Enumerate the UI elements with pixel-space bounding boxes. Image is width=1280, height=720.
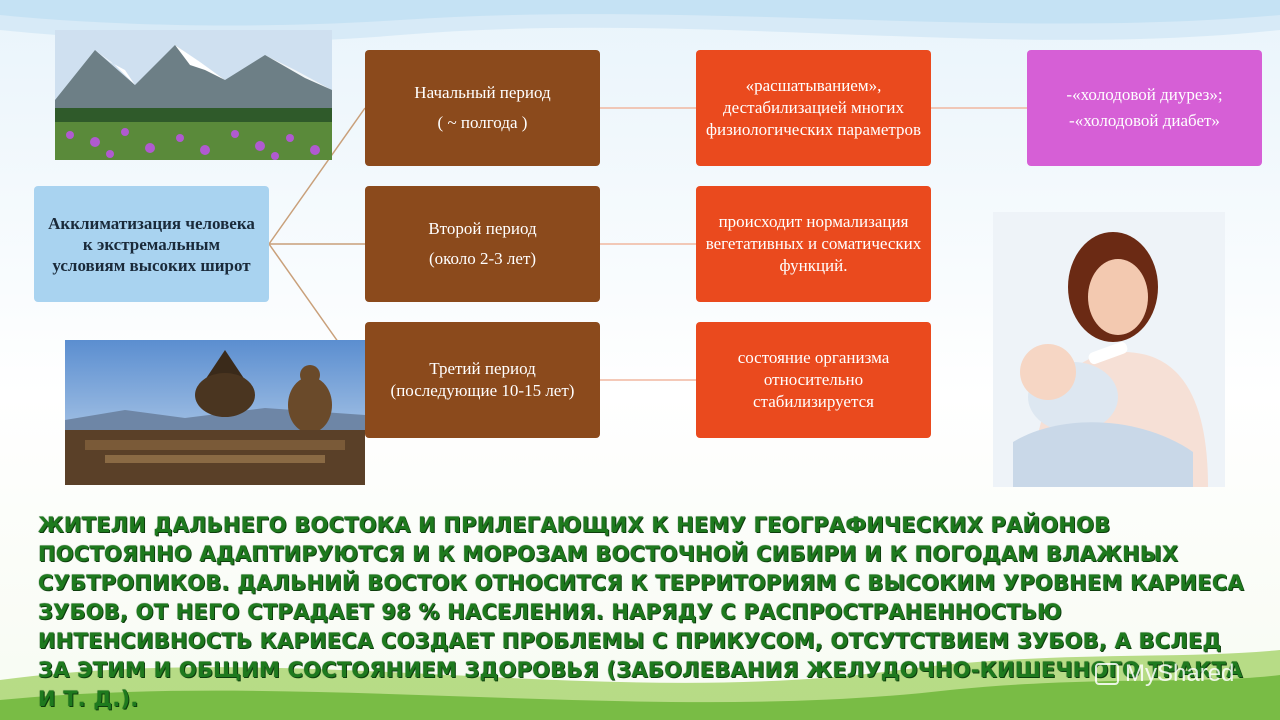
watermark-icon (1095, 663, 1119, 685)
description-node-third: состояние организма относительно стабили… (696, 322, 931, 438)
description-node-initial: «расшатыванием», дестабилизацией многих … (696, 50, 931, 166)
period-node-second: Второй период (около 2-3 лет) (365, 186, 600, 302)
description-text: состояние организма относительно стабили… (737, 348, 890, 411)
period-name: Начальный период (414, 83, 551, 102)
description-text: «расшатыванием», дестабилизацией многих … (705, 76, 922, 139)
mother-feeding-baby-photo (993, 212, 1225, 487)
description-text: происходит нормализация вегетативных и с… (705, 212, 922, 275)
root-node: Акклиматизация человека к экстремальным … (34, 186, 269, 302)
note-line: -«холодовой диабет» (1069, 111, 1220, 130)
period-duration: ( ~ полгода ) (437, 113, 528, 132)
connector-root-p1 (268, 107, 366, 245)
period-node-third: Третий период (последующие 10-15 лет) (365, 322, 600, 438)
main-text: Жители Дальнего Востока и прилегающих к … (38, 513, 1244, 711)
period-name: Второй период (428, 219, 537, 238)
period-duration: (около 2-3 лет) (428, 249, 537, 268)
watermark: MyShared (1095, 660, 1234, 688)
period-duration: (последующие 10-15 лет) (390, 381, 575, 400)
root-label: Акклиматизация человека к экстремальным … (48, 213, 255, 275)
period-node-initial: Начальный период ( ~ полгода ) (365, 50, 600, 166)
watermark-text: MyShared (1125, 660, 1235, 687)
mountain-meadow-photo (55, 30, 332, 160)
note-line: -«холодовой диурез»; (1066, 85, 1223, 104)
period-name: Третий период (429, 359, 536, 378)
description-node-second: происходит нормализация вегетативных и с… (696, 186, 931, 302)
temple-stupa-photo (65, 340, 365, 485)
cold-effects-node: -«холодовой диурез»; -«холодовой диабет» (1027, 50, 1262, 166)
bottom-wave-decoration (0, 650, 1280, 720)
